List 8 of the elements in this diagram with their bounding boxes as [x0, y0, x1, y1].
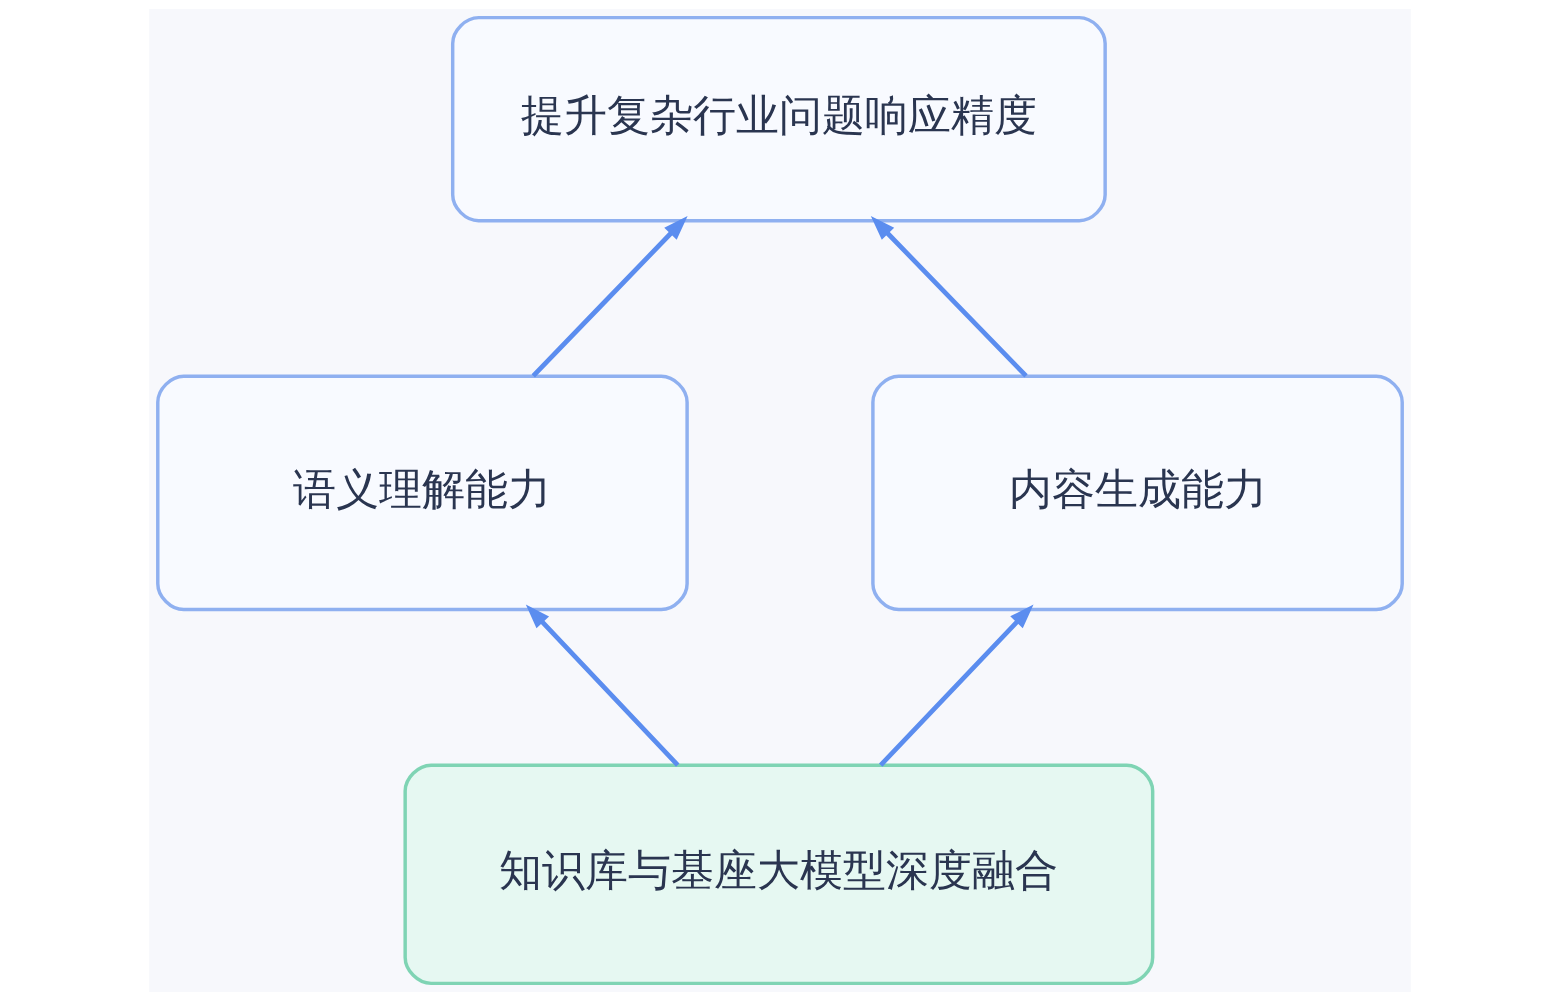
node-box: 知识库与基座大模型深度融合	[403, 762, 1155, 985]
node-box: 提升复杂行业问题响应精度	[450, 15, 1107, 222]
arrow	[525, 603, 680, 767]
node-box: 语义理解能力	[156, 374, 689, 611]
arrow	[879, 603, 1034, 767]
arrow	[531, 215, 688, 378]
arrow	[870, 215, 1028, 378]
node-box: 内容生成能力	[871, 374, 1404, 611]
